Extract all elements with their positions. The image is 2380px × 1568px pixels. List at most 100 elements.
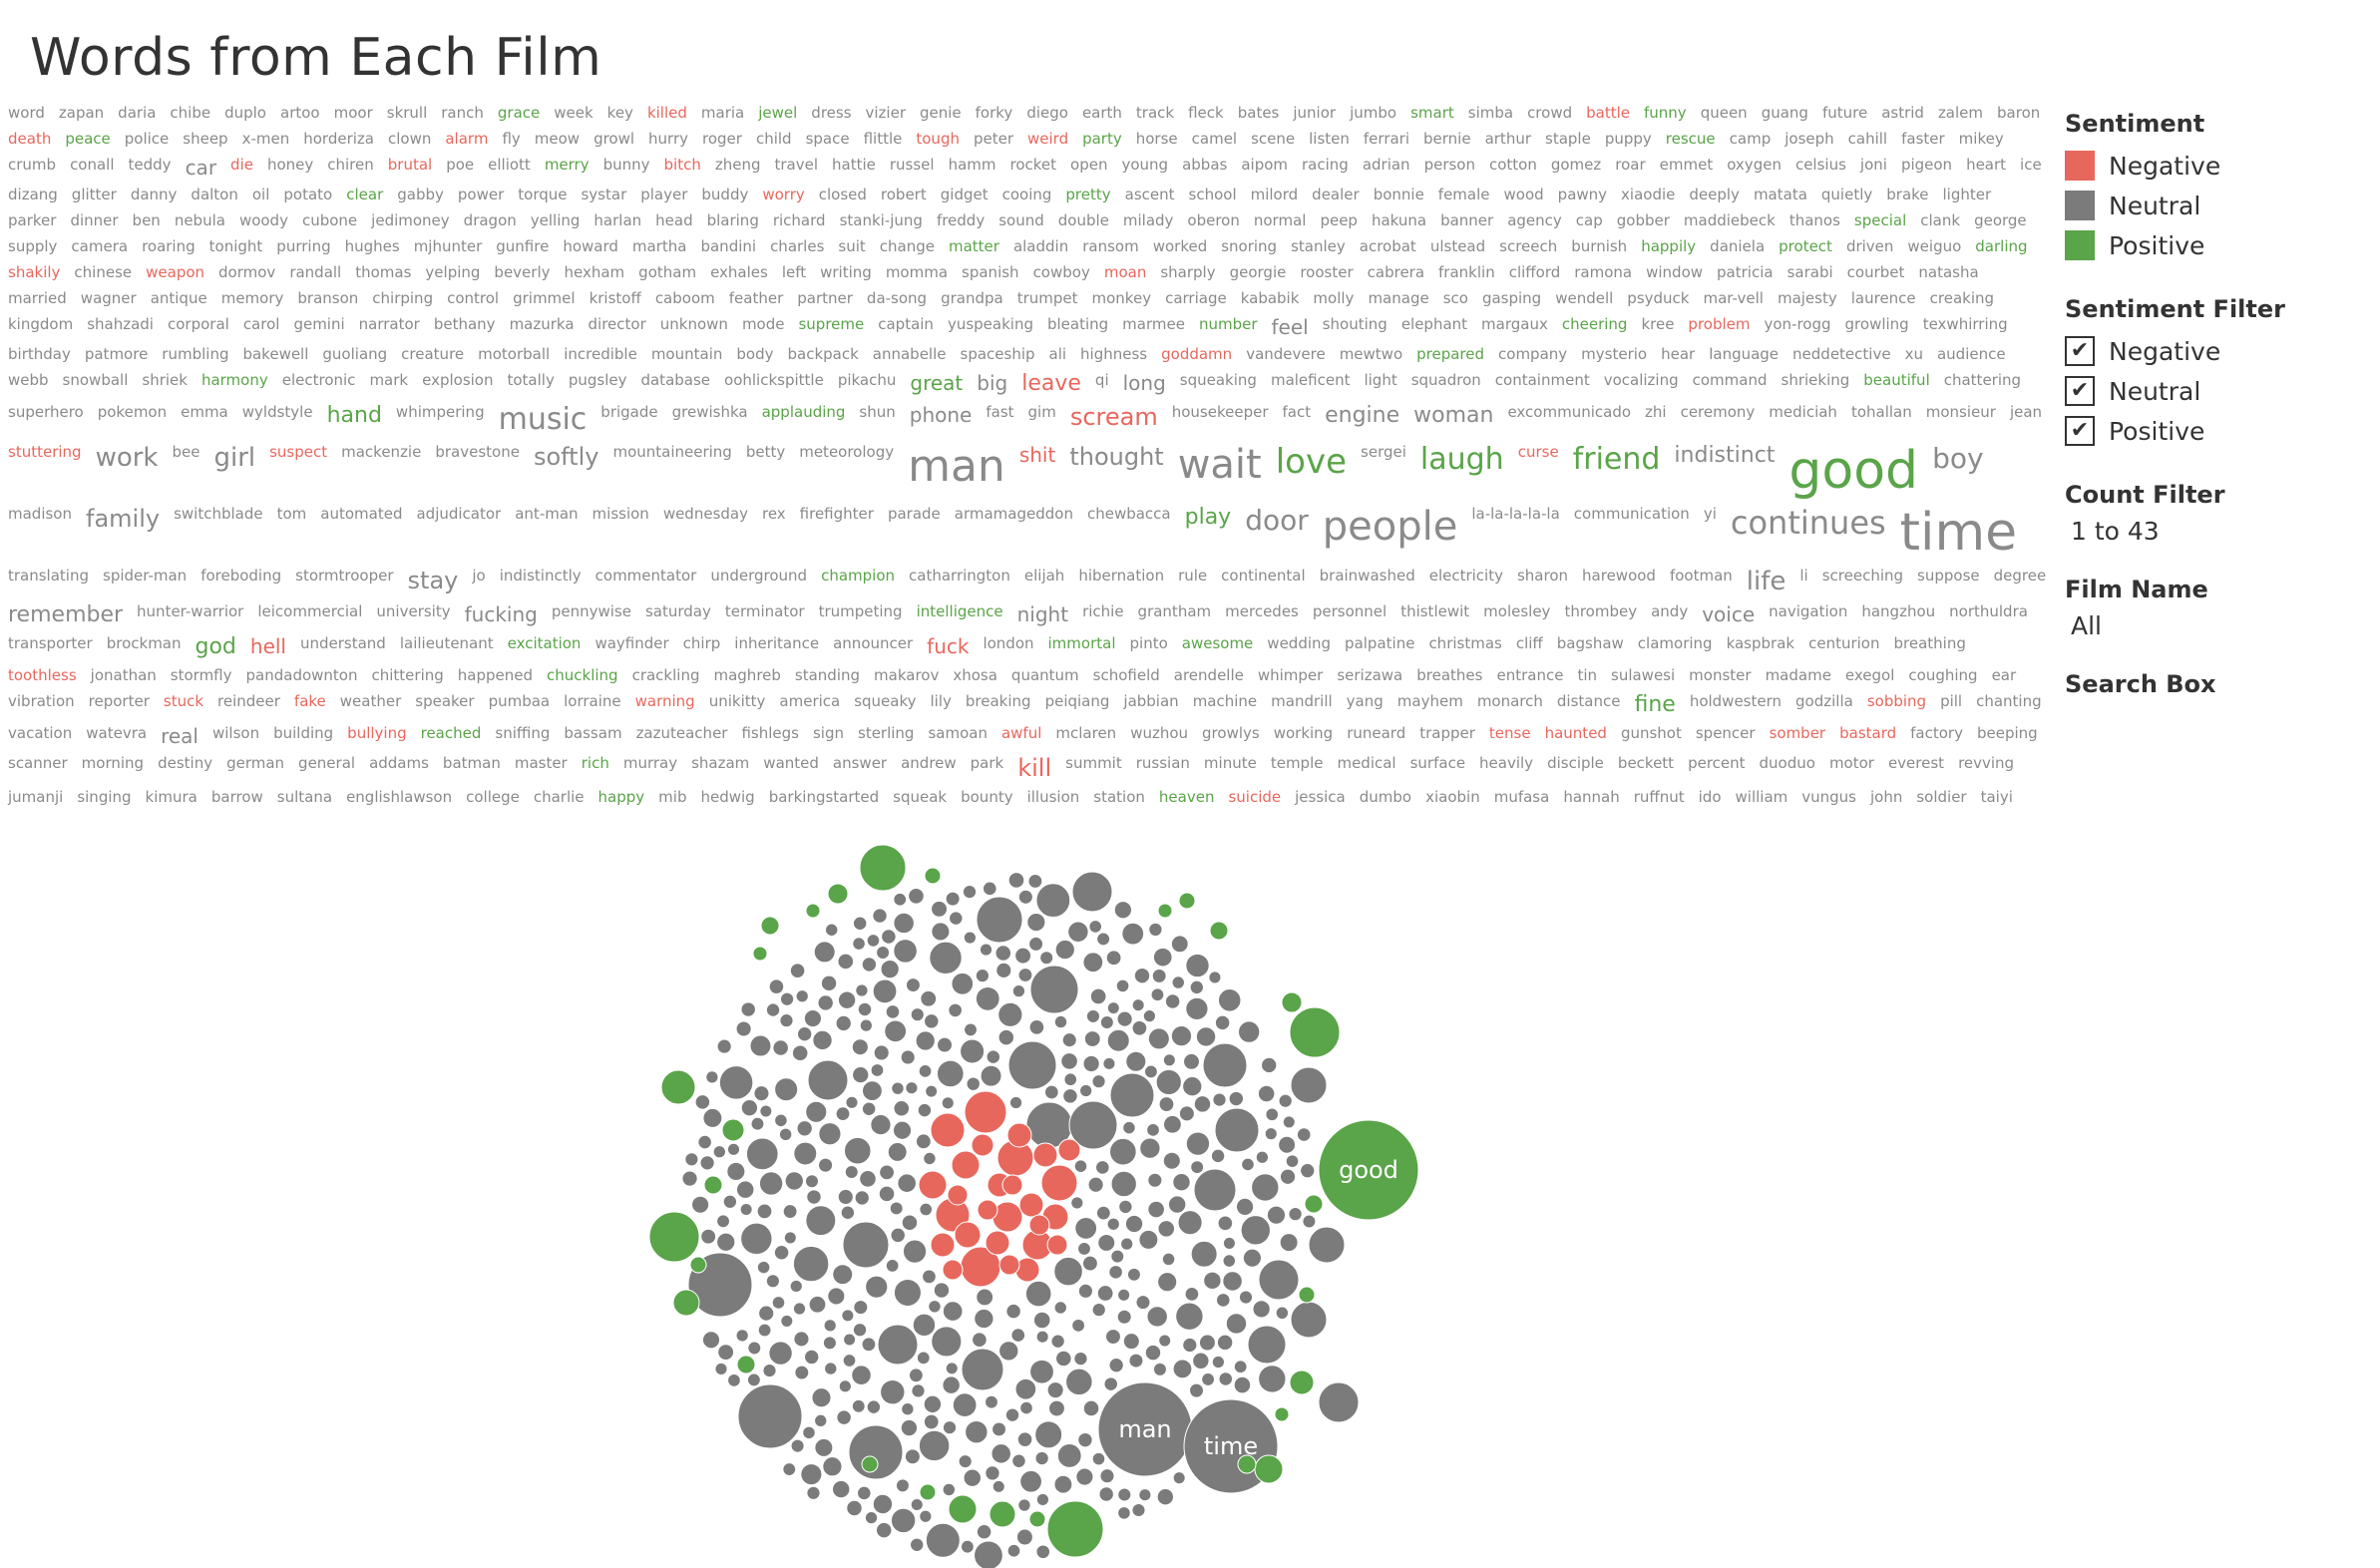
cloud-word[interactable]: closed xyxy=(818,186,867,203)
cloud-word[interactable]: double xyxy=(1057,211,1109,229)
cloud-word[interactable]: working xyxy=(1273,724,1334,742)
cloud-word[interactable]: richard xyxy=(772,211,826,229)
word-bubble[interactable] xyxy=(989,1500,1016,1528)
cloud-word[interactable]: simba xyxy=(1467,104,1514,122)
cloud-word[interactable]: fleck xyxy=(1188,104,1224,122)
word-bubble[interactable] xyxy=(1177,1210,1203,1236)
word-bubble[interactable] xyxy=(1028,1510,1046,1528)
word-bubble[interactable] xyxy=(923,1151,937,1166)
word-bubble[interactable] xyxy=(844,1165,859,1180)
cloud-word[interactable]: schofield xyxy=(1092,666,1160,684)
cloud-word[interactable]: sulawesi xyxy=(1611,666,1676,684)
cloud-word[interactable]: thought xyxy=(1069,443,1164,471)
word-bubble[interactable] xyxy=(912,1313,937,1338)
cloud-word[interactable]: taiyi xyxy=(1980,788,2013,806)
word-bubble[interactable] xyxy=(1279,1168,1297,1185)
cloud-word[interactable]: ido xyxy=(1698,788,1722,806)
cloud-word[interactable]: crumb xyxy=(8,156,57,174)
word-bubble[interactable] xyxy=(722,1194,738,1209)
word-bubble[interactable] xyxy=(982,881,997,897)
cloud-word[interactable]: saturday xyxy=(644,602,711,620)
cloud-word[interactable]: jonathan xyxy=(90,666,157,684)
word-bubble[interactable] xyxy=(1048,1399,1065,1417)
cloud-word[interactable]: pinto xyxy=(1129,634,1168,652)
cloud-word[interactable]: revving xyxy=(1958,754,2015,772)
cloud-word[interactable]: feather xyxy=(728,289,784,307)
word-bubble[interactable] xyxy=(1172,1173,1191,1192)
cloud-word[interactable]: quietly xyxy=(1820,186,1873,203)
word-bubble[interactable] xyxy=(1217,988,1242,1012)
word-bubble[interactable] xyxy=(842,1354,857,1368)
word-bubble[interactable] xyxy=(908,887,925,905)
word-bubble[interactable] xyxy=(727,1373,741,1387)
word-bubble[interactable] xyxy=(905,1081,919,1095)
word-bubble[interactable] xyxy=(942,1482,957,1497)
cloud-word[interactable]: week xyxy=(554,104,594,122)
cloud-word[interactable]: freddy xyxy=(936,211,986,229)
word-bubble[interactable] xyxy=(848,1424,904,1480)
word-bubble[interactable] xyxy=(951,972,975,995)
cloud-word[interactable]: meteorology xyxy=(799,443,895,461)
word-bubble[interactable] xyxy=(1024,1280,1052,1308)
word-bubble[interactable] xyxy=(779,1013,794,1028)
word-bubble[interactable] xyxy=(852,1065,870,1084)
cloud-word[interactable]: joseph xyxy=(1785,130,1834,148)
word-bubble[interactable] xyxy=(1091,1451,1106,1466)
word-bubble[interactable] xyxy=(1148,922,1163,938)
word-bubble[interactable] xyxy=(1257,1084,1276,1103)
cloud-word[interactable]: annabelle xyxy=(872,345,947,363)
word-bubble[interactable] xyxy=(924,867,942,885)
word-bubble[interactable] xyxy=(931,1326,963,1358)
word-bubble[interactable] xyxy=(1073,1351,1088,1367)
cloud-word[interactable]: housekeeper xyxy=(1171,403,1269,421)
cloud-word[interactable]: darling xyxy=(1975,237,2028,255)
word-bubble[interactable] xyxy=(1289,1370,1315,1395)
word-bubble[interactable] xyxy=(827,1287,846,1306)
word-bubble[interactable] xyxy=(793,1331,810,1348)
word-bubble[interactable] xyxy=(794,1365,810,1380)
cloud-word[interactable]: franklin xyxy=(1438,263,1495,281)
word-bubble[interactable] xyxy=(1118,1199,1133,1215)
word-bubble[interactable] xyxy=(1151,968,1167,983)
cloud-word[interactable]: guang xyxy=(1761,104,1808,122)
word-bubble[interactable] xyxy=(1055,1350,1072,1368)
cloud-word[interactable]: courbet xyxy=(1846,263,1905,281)
cloud-word[interactable]: yi xyxy=(1703,505,1717,523)
cloud-word[interactable]: stuck xyxy=(163,692,204,710)
cloud-word[interactable]: chuckling xyxy=(547,666,618,684)
word-bubble[interactable] xyxy=(824,1362,838,1375)
word-bubble[interactable] xyxy=(790,1438,805,1453)
word-bubble[interactable] xyxy=(1050,1334,1065,1349)
cloud-word[interactable]: whimpering xyxy=(395,403,485,421)
cloud-word[interactable]: wanted xyxy=(763,754,819,772)
word-bubble[interactable] xyxy=(796,1120,813,1137)
word-bubble[interactable] xyxy=(853,1300,869,1316)
word-bubble[interactable] xyxy=(1071,871,1113,913)
word-bubble[interactable] xyxy=(1157,903,1173,919)
cloud-word[interactable]: mountain xyxy=(650,345,723,363)
cloud-word[interactable]: curse xyxy=(1517,443,1559,461)
cloud-word[interactable]: northuldra xyxy=(1949,602,2028,620)
cloud-word[interactable]: superhero xyxy=(8,403,84,421)
cloud-word[interactable]: understand xyxy=(299,634,386,652)
word-bubble[interactable] xyxy=(942,1420,958,1435)
word-bubble[interactable] xyxy=(845,1095,859,1109)
cloud-word[interactable]: pennywise xyxy=(551,602,631,620)
word-bubble[interactable] xyxy=(930,1112,966,1148)
cloud-word[interactable]: life xyxy=(1746,567,1786,596)
word-bubble[interactable] xyxy=(1208,971,1222,984)
word-bubble[interactable] xyxy=(951,1150,981,1180)
cloud-word[interactable]: ruffnut xyxy=(1633,788,1685,806)
cloud-word[interactable]: mark xyxy=(369,371,409,389)
cloud-word[interactable]: crackling xyxy=(631,666,700,684)
word-bubble[interactable] xyxy=(985,1465,1000,1481)
word-bubble[interactable] xyxy=(835,1106,851,1122)
cloud-word[interactable]: richie xyxy=(1082,602,1124,620)
cloud-word[interactable]: poe xyxy=(446,156,475,174)
cloud-word[interactable]: spider-man xyxy=(103,567,188,585)
cloud-word[interactable]: university xyxy=(376,602,451,620)
cloud-word[interactable]: thrombey xyxy=(1564,602,1638,620)
cloud-word[interactable]: car xyxy=(185,156,217,180)
word-bubble[interactable] xyxy=(1108,1358,1124,1373)
word-bubble[interactable] xyxy=(1210,1148,1226,1164)
